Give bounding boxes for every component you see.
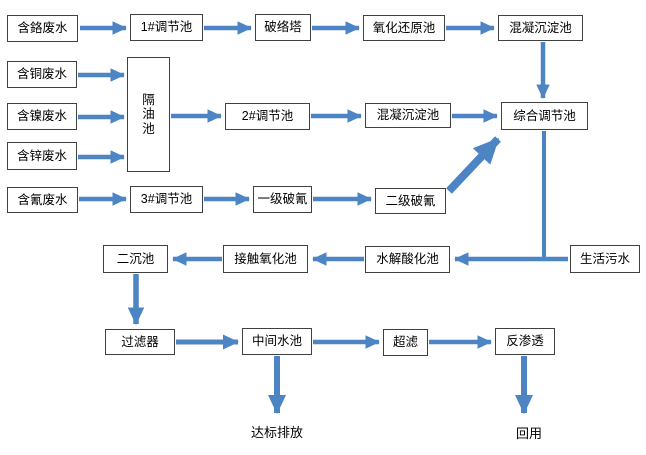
node-label: 二沉池 [116, 251, 155, 266]
node-label: 二级破氰 [385, 193, 436, 208]
node-label: 生活污水 [579, 251, 630, 266]
node-comprehensive-adjust-tank: 综合调节池 [501, 102, 588, 130]
node-adjust-tank-1: 1#调节池 [130, 14, 203, 41]
node-label: 超滤 [392, 335, 418, 350]
node-cyanide-breaking-stage-1: 一级破氰 [253, 186, 312, 213]
node-coagulation-sedimentation-tank-top: 混凝沉淀池 [498, 15, 583, 41]
node-label: 含鉻废水 [17, 21, 68, 36]
node-label: 接触氧化池 [234, 251, 297, 266]
node-label: 水解酸化池 [376, 252, 439, 267]
node-oil-separation-tank: 隔 油 池 [127, 57, 170, 172]
node-label: 过滤器 [121, 334, 159, 349]
node-chromium-wastewater: 含鉻废水 [7, 15, 78, 42]
node-secondary-sedimentation-tank: 二沉池 [103, 245, 168, 273]
node-contact-oxidation-tank: 接触氧化池 [223, 245, 308, 273]
node-label: 1#调节池 [140, 20, 193, 35]
node-label: 混凝沉淀池 [509, 20, 572, 35]
node-intermediate-water-tank: 中间水池 [242, 328, 312, 355]
node-zinc-wastewater: 含锌废水 [7, 142, 77, 170]
node-domestic-sewage: 生活污水 [570, 245, 640, 273]
node-label: 一级破氰 [257, 192, 308, 207]
node-nickel-wastewater: 含镍废水 [7, 103, 77, 130]
node-label: 中间水池 [251, 334, 302, 349]
node-label: 氧化还原池 [372, 20, 436, 35]
node-ultrafiltration: 超滤 [383, 329, 428, 356]
node-label: 含氰废水 [17, 192, 68, 207]
node-label: 含镍废水 [16, 109, 67, 124]
discharge-label: 达标排放 [250, 425, 303, 440]
node-label: 破络塔 [264, 20, 302, 35]
node-cyanide-breaking-stage-2: 二级破氰 [375, 188, 446, 214]
node-label: 混凝沉淀池 [376, 108, 440, 123]
node-adjust-tank-3: 3#调节池 [130, 186, 203, 213]
node-adjust-tank-2: 2#调节池 [225, 103, 310, 130]
node-label: 隔 油 池 [142, 92, 155, 136]
node-label: 含铜废水 [16, 67, 67, 82]
node-coagulation-sedimentation-tank-mid: 混凝沉淀池 [365, 103, 451, 128]
node-label: 综合调节池 [513, 108, 576, 123]
node-copper-wastewater: 含铜废水 [7, 61, 77, 88]
node-label: 3#调节池 [140, 192, 193, 207]
node-label: 2#调节池 [241, 109, 294, 124]
node-complex-breaking-tower: 破络塔 [255, 14, 311, 41]
node-redox-tank: 氧化还原池 [363, 15, 445, 41]
node-label: 含锌废水 [16, 148, 67, 163]
node-reverse-osmosis: 反渗透 [495, 328, 555, 355]
node-filter: 过滤器 [105, 329, 175, 355]
arrow-cyanidebreak2-to-comprehensive [446, 136, 501, 194]
reuse-label: 回用 [515, 426, 542, 441]
node-cyanide-wastewater: 含氰废水 [7, 187, 78, 213]
node-hydrolysis-acidification-tank: 水解酸化池 [365, 246, 450, 273]
node-label: 反渗透 [506, 334, 544, 349]
